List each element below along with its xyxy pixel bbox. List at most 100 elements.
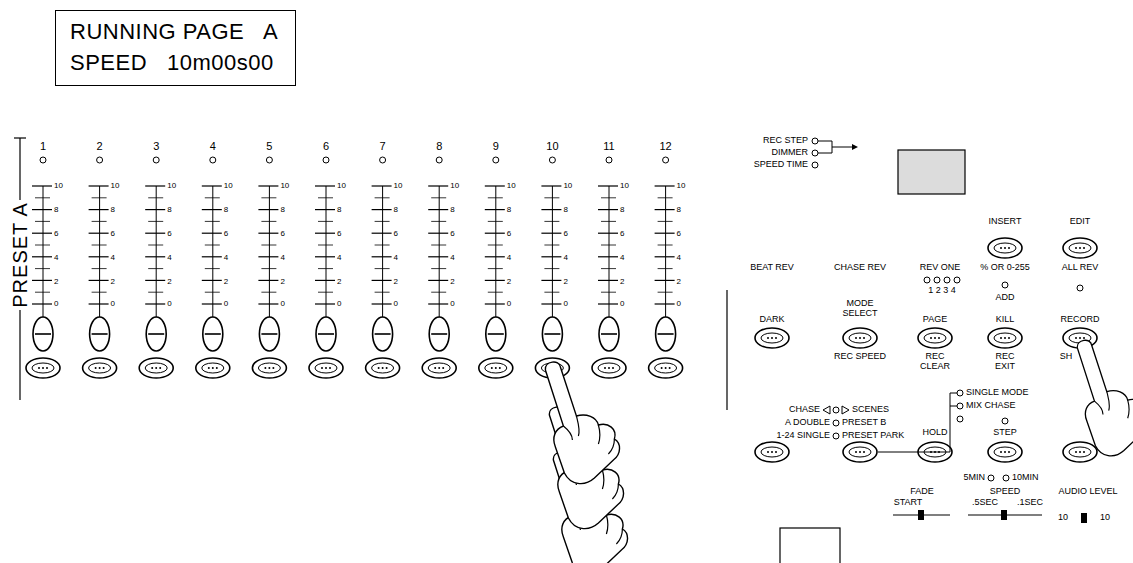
channel-number: 5 (266, 140, 272, 152)
control-label: ALL REV (1062, 263, 1099, 273)
fader-scale: 2 (54, 278, 58, 287)
led (663, 157, 669, 163)
control-label: SPEED TIME (754, 160, 808, 170)
push-button (1063, 442, 1097, 462)
fader-scale: 0 (394, 300, 398, 309)
fader-scale: 0 (507, 300, 511, 309)
panel-line (145, 303, 165, 304)
fader-scale: 8 (507, 206, 511, 215)
fader-scale: 10 (167, 182, 176, 191)
fader-scale: 6 (677, 230, 681, 239)
fader-scale: 4 (620, 254, 624, 263)
control-label: SINGLE MODE (966, 388, 1029, 398)
led (40, 157, 46, 163)
control-label: 1 2 3 4 (928, 286, 956, 296)
panel-line (19, 138, 20, 200)
control-label: HOLD (922, 428, 947, 438)
panel-line (832, 147, 852, 148)
control-label: 10MIN (1012, 473, 1039, 483)
panel-line (269, 186, 270, 318)
panel-line (598, 185, 618, 186)
control-label: AUDIO LEVEL (1058, 487, 1117, 497)
panel-line (32, 233, 52, 234)
panel-line (428, 185, 448, 186)
fader-knob (259, 317, 279, 351)
panel-line (32, 256, 52, 257)
panel-line (258, 303, 278, 304)
panel-line (258, 256, 278, 257)
fader-scale: 4 (224, 254, 228, 263)
fader-scale: 10 (111, 182, 120, 191)
panel-line (202, 256, 222, 257)
panel-line (598, 303, 618, 304)
channel-number: 6 (323, 140, 329, 152)
fader-knob (656, 317, 676, 351)
panel-line (541, 209, 561, 210)
led (266, 157, 272, 163)
panel-line (541, 303, 561, 304)
led (323, 157, 329, 163)
channel-number: 9 (493, 140, 499, 152)
fader-scale: 4 (507, 254, 511, 263)
fader-scale: 8 (167, 206, 171, 215)
fader-scale: 10 (337, 182, 346, 191)
display-line: SPEED 10m00s00 (70, 48, 279, 79)
fader-scale: 4 (111, 254, 115, 263)
panel-line (202, 209, 222, 210)
panel-line (655, 185, 675, 186)
slider-thumb (1001, 510, 1007, 520)
fader-scale: 0 (677, 300, 681, 309)
channel-number: 7 (380, 140, 386, 152)
panel-line (89, 303, 109, 304)
panel-line (428, 303, 448, 304)
push-button (83, 358, 117, 378)
led (944, 277, 950, 283)
led (380, 157, 386, 163)
led (549, 157, 555, 163)
control-label: KILL (996, 315, 1015, 325)
panel-line (89, 256, 109, 257)
panel-line (14, 137, 26, 138)
panel-line (372, 303, 392, 304)
display-window (898, 150, 965, 194)
control-label: RECORD (1060, 315, 1099, 325)
control-label: FADE (910, 487, 934, 497)
fader-scale: 4 (280, 254, 284, 263)
panel-line (372, 233, 392, 234)
fader-scale: 8 (111, 206, 115, 215)
panel-line (202, 280, 222, 281)
panel-line (372, 256, 392, 257)
panel-line (32, 303, 52, 304)
fader-scale: 6 (450, 230, 454, 239)
fader-knob (542, 317, 562, 351)
panel-line (382, 186, 383, 318)
arrow-head (852, 144, 858, 150)
control-label: 10 (1058, 513, 1068, 523)
panel-line (258, 233, 278, 234)
push-button (988, 238, 1022, 258)
fader-knob (146, 317, 166, 351)
panel-line (32, 185, 52, 186)
fader-scale: 10 (54, 182, 63, 191)
led (436, 157, 442, 163)
panel-line (315, 256, 335, 257)
led (988, 475, 994, 481)
panel-line (485, 303, 505, 304)
control-label: A DOUBLE (785, 418, 830, 428)
fader-scale: 2 (337, 278, 341, 287)
led (812, 138, 818, 144)
level-mark (1081, 513, 1087, 523)
control-label: SCENES (852, 405, 889, 415)
channel-number: 12 (659, 140, 671, 152)
fader-scale: 2 (507, 278, 511, 287)
fader-scale: 4 (167, 254, 171, 263)
control-label: CHASE (789, 405, 820, 415)
control-label: REC CLEAR (918, 352, 952, 372)
panel-line (145, 280, 165, 281)
led (957, 403, 963, 409)
fader-scale: 4 (563, 254, 567, 263)
control-label: 5MIN (963, 473, 985, 483)
section-title: PRESET A (9, 202, 31, 307)
control-label: PAGE (923, 315, 947, 325)
fader-scale: 0 (280, 300, 284, 309)
